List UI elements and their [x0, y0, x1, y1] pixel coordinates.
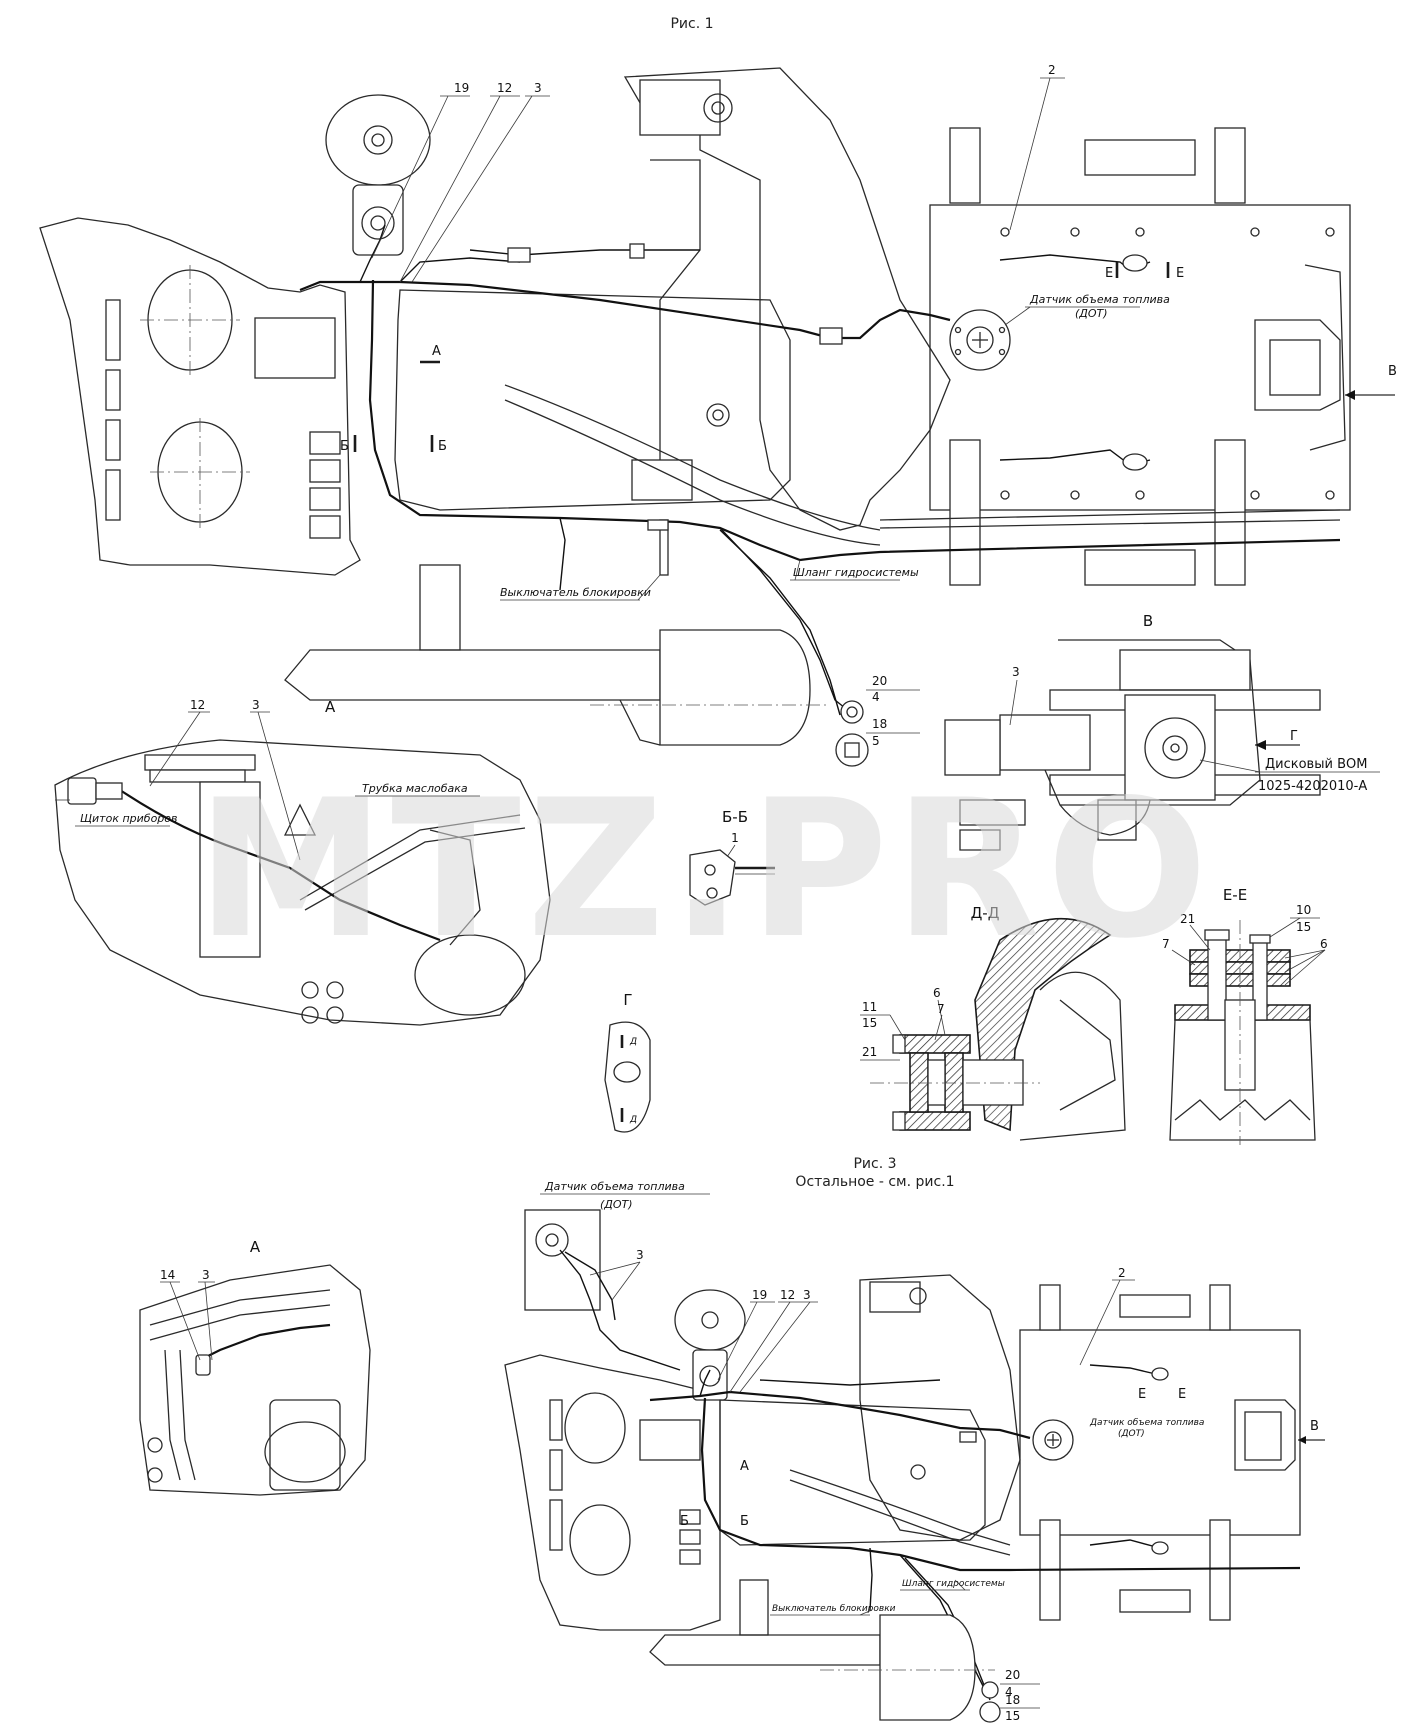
pto-part: 1025-4202010-А — [1258, 779, 1367, 794]
callout-19: 19 — [454, 81, 469, 95]
ee-callout-7: 7 — [1162, 937, 1170, 951]
fig3-sensor-right-abbr: (ДОТ) — [1118, 1429, 1145, 1439]
wiring-harness — [299, 224, 1341, 716]
fig3-callout-4: 4 — [1005, 1685, 1013, 1699]
section-bb: Б-Б 1 — [689, 808, 775, 906]
marker-v: В — [1388, 364, 1397, 379]
dd-callout-7: 7 — [937, 1002, 945, 1016]
callout-18: 18 — [872, 717, 887, 731]
figure-3-note: Остальное - см. рис.1 — [795, 1174, 954, 1190]
view-a-callout-12: 12 — [190, 698, 205, 712]
callout-3: 3 — [534, 81, 542, 95]
view-v: В 3 Г Дисковый ВОМ 1025-4202010-А — [944, 612, 1380, 851]
fuel-sensor-abbr: (ДОТ) — [1075, 307, 1108, 320]
fuel-filter-assembly — [325, 94, 431, 256]
cab-fender — [39, 217, 361, 576]
marker-a: А — [432, 344, 441, 359]
figure-1: Рис. 1 — [39, 16, 1397, 767]
callout-5: 5 — [872, 734, 880, 748]
callout-2: 2 — [1048, 63, 1056, 77]
figure-3: Рис. 3 Остальное - см. рис.1 Датчик объе… — [504, 1156, 1325, 1723]
view-g-mark-top: Д — [629, 1037, 637, 1047]
fig3-callout-3: 3 — [803, 1288, 811, 1302]
view-a-2: А 14 3 — [139, 1238, 371, 1496]
ee-callout-6: 6 — [1320, 937, 1328, 951]
view-g: Г Д Д — [604, 991, 651, 1133]
fig3-callout-18: 18 — [1005, 1693, 1020, 1707]
oil-tube-label: Трубка маслобака — [362, 782, 468, 795]
view-a2-callout-3: 3 — [202, 1268, 210, 1282]
dashboard-label: Щиток приборов — [80, 812, 178, 825]
view-g-mark-bottom: Д — [629, 1115, 637, 1125]
fig3-marker-b-right: Б — [740, 1514, 749, 1529]
view-a: А 12 3 Трубка маслобака Щиток приборов — [54, 698, 551, 1026]
callout-4: 4 — [872, 690, 880, 704]
bolt-grid — [1000, 227, 1335, 500]
chassis-frame — [394, 67, 951, 546]
fig3-callout-20: 20 — [1005, 1668, 1020, 1682]
fuel-level-sensor: Датчик объема топлива (ДОТ) — [949, 293, 1170, 371]
view-v-title: В — [1143, 612, 1153, 630]
section-ee: Е-Е 10 15 21 7 6 — [1162, 886, 1328, 1145]
fig3-callout-2: 2 — [1118, 1266, 1126, 1280]
section-bb-callout-1: 1 — [731, 831, 739, 845]
fig3-marker-a: А — [740, 1459, 749, 1474]
marker-b-right: Б — [438, 439, 447, 454]
marker-e-left: Е — [1105, 266, 1113, 281]
dd-callout-15: 15 — [862, 1016, 877, 1030]
fig3-callout-15: 15 — [1005, 1709, 1020, 1723]
figure-1-callouts: 19 12 3 2 А Б Б В Е Е Выключатель блокир… — [340, 63, 1397, 748]
section-dd-title: Д-Д — [971, 904, 1000, 922]
marker-e-right: Е — [1176, 266, 1184, 281]
dd-callout-6: 6 — [933, 986, 941, 1000]
dd-callout-11: 11 — [862, 1000, 877, 1014]
fig3-sensor-right-label: Датчик объема топлива — [1089, 1418, 1204, 1428]
fig3-hydraulic-hose: Шланг гидросистемы — [902, 1579, 1005, 1589]
marker-b-left: Б — [340, 439, 349, 454]
interlock-switch-label: Выключатель блокировки — [500, 586, 651, 599]
view-a-callout-3: 3 — [252, 698, 260, 712]
view-v-arrow-g: Г — [1290, 729, 1298, 744]
ee-callout-10: 10 — [1296, 903, 1311, 917]
watermark: MTZ.PRO — [196, 759, 1214, 980]
view-a-title: А — [325, 698, 336, 716]
fig3-sensor-label: Датчик объема топлива — [544, 1180, 685, 1193]
ee-callout-15: 15 — [1296, 920, 1311, 934]
section-bb-title: Б-Б — [722, 808, 748, 826]
fig3-callout-19: 19 — [752, 1288, 767, 1302]
section-ee-title: Е-Е — [1223, 886, 1247, 904]
section-dd: Д-Д 6 7 11 15 21 — [860, 904, 1126, 1141]
view-v-callout-3: 3 — [1012, 665, 1020, 679]
fig3-marker-v: В — [1310, 1419, 1319, 1434]
callout-20: 20 — [872, 674, 887, 688]
transmission-housing — [879, 127, 1395, 586]
fuel-sensor-label: Датчик объема топлива — [1029, 293, 1170, 306]
fig3-interlock-switch: Выключатель блокировки — [772, 1604, 896, 1614]
fig3-marker-e-left: Е — [1138, 1387, 1146, 1402]
figure-1-caption: Рис. 1 — [670, 16, 713, 32]
hydraulic-hose-label: Шланг гидросистемы — [793, 566, 919, 579]
fig3-sensor-abbr: (ДОТ) — [600, 1198, 633, 1211]
fig3-callout-3-top: 3 — [636, 1248, 644, 1262]
lower-cylinder — [284, 564, 869, 767]
fig3-marker-e-right: Е — [1178, 1387, 1186, 1402]
fig3-callout-12: 12 — [780, 1288, 795, 1302]
figure-3-caption: Рис. 3 — [853, 1156, 896, 1172]
pto-name: Дисковый ВОМ — [1265, 757, 1367, 772]
view-g-title: Г — [623, 991, 632, 1009]
view-a2-callout-14: 14 — [160, 1268, 175, 1282]
fig3-marker-b-left: Б — [680, 1514, 689, 1529]
dd-callout-21: 21 — [862, 1045, 877, 1059]
ee-callout-21: 21 — [1180, 912, 1195, 926]
view-a2-title: А — [250, 1238, 261, 1256]
callout-12: 12 — [497, 81, 512, 95]
